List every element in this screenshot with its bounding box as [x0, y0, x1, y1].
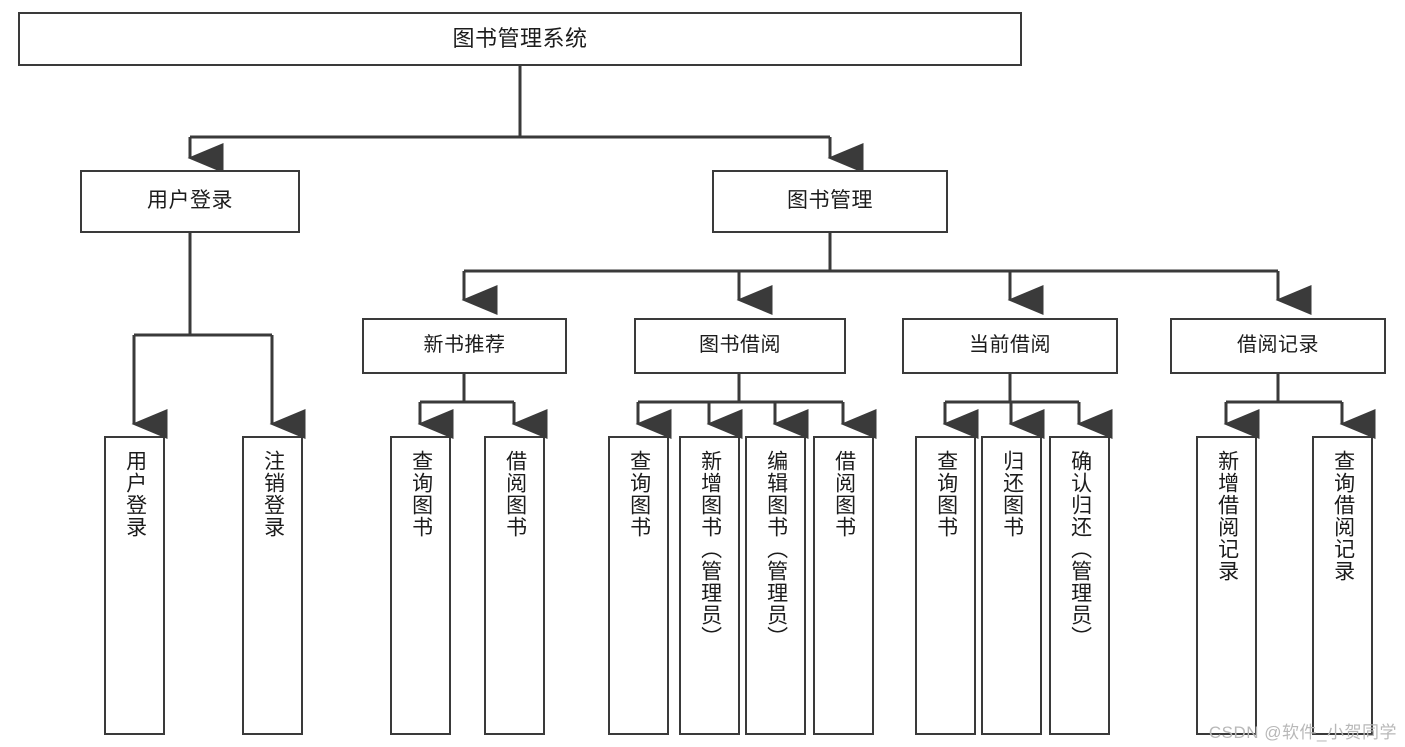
leaf-label: 新增借阅记录 — [1215, 450, 1239, 582]
leaf-label: 借阅图书 — [832, 450, 856, 538]
node-book-borrow[interactable]: 图书借阅 — [634, 318, 846, 374]
node-root-system[interactable]: 图书管理系统 — [18, 12, 1022, 66]
leaf-new-book-borrow[interactable]: 借阅图书 — [484, 436, 545, 735]
node-root-label: 图书管理系统 — [452, 25, 588, 51]
leaf-label: 借阅图书 — [503, 450, 527, 538]
leaf-label: 查询图书 — [934, 450, 958, 538]
leaf-label: 新增图书（管理员） — [698, 450, 722, 648]
node-borrow-record[interactable]: 借阅记录 — [1170, 318, 1386, 374]
leaf-book-borrow-borrow[interactable]: 借阅图书 — [813, 436, 874, 735]
leaf-label: 查询借阅记录 — [1331, 450, 1355, 582]
leaf-current-borrow-query[interactable]: 查询图书 — [915, 436, 976, 735]
leaf-current-borrow-return[interactable]: 归还图书 — [981, 436, 1042, 735]
leaf-new-book-query[interactable]: 查询图书 — [390, 436, 451, 735]
leaf-label: 查询图书 — [627, 450, 651, 538]
leaf-current-borrow-confirm-return[interactable]: 确认归还（管理员） — [1049, 436, 1110, 735]
node-book-management[interactable]: 图书管理 — [712, 170, 948, 233]
leaf-borrow-record-add[interactable]: 新增借阅记录 — [1196, 436, 1257, 735]
csdn-watermark: CSDN @软件_小贺同学 — [1208, 723, 1397, 742]
leaf-label: 确认归还（管理员） — [1068, 450, 1092, 648]
node-new-book-recommend-label: 新书推荐 — [423, 334, 506, 357]
leaf-label: 用户登录 — [123, 450, 147, 538]
leaf-book-borrow-add[interactable]: 新增图书（管理员） — [679, 436, 740, 735]
leaf-label: 归还图书 — [1000, 450, 1024, 538]
leaf-user-login-logout[interactable]: 注销登录 — [242, 436, 303, 735]
node-book-borrow-label: 图书借阅 — [699, 334, 781, 357]
node-user-login[interactable]: 用户登录 — [80, 170, 300, 233]
leaf-book-borrow-query[interactable]: 查询图书 — [608, 436, 669, 735]
node-user-login-label: 用户登录 — [147, 189, 233, 213]
leaf-label: 编辑图书（管理员） — [764, 450, 788, 648]
node-current-borrow[interactable]: 当前借阅 — [902, 318, 1118, 374]
node-book-management-label: 图书管理 — [787, 189, 873, 213]
leaf-borrow-record-query[interactable]: 查询借阅记录 — [1312, 436, 1373, 735]
node-borrow-record-label: 借阅记录 — [1237, 334, 1319, 357]
node-new-book-recommend[interactable]: 新书推荐 — [362, 318, 567, 374]
leaf-book-borrow-edit[interactable]: 编辑图书（管理员） — [745, 436, 806, 735]
leaf-label: 查询图书 — [409, 450, 433, 538]
leaf-label: 注销登录 — [261, 450, 285, 538]
leaf-user-login-signin[interactable]: 用户登录 — [104, 436, 165, 735]
node-current-borrow-label: 当前借阅 — [969, 334, 1051, 357]
